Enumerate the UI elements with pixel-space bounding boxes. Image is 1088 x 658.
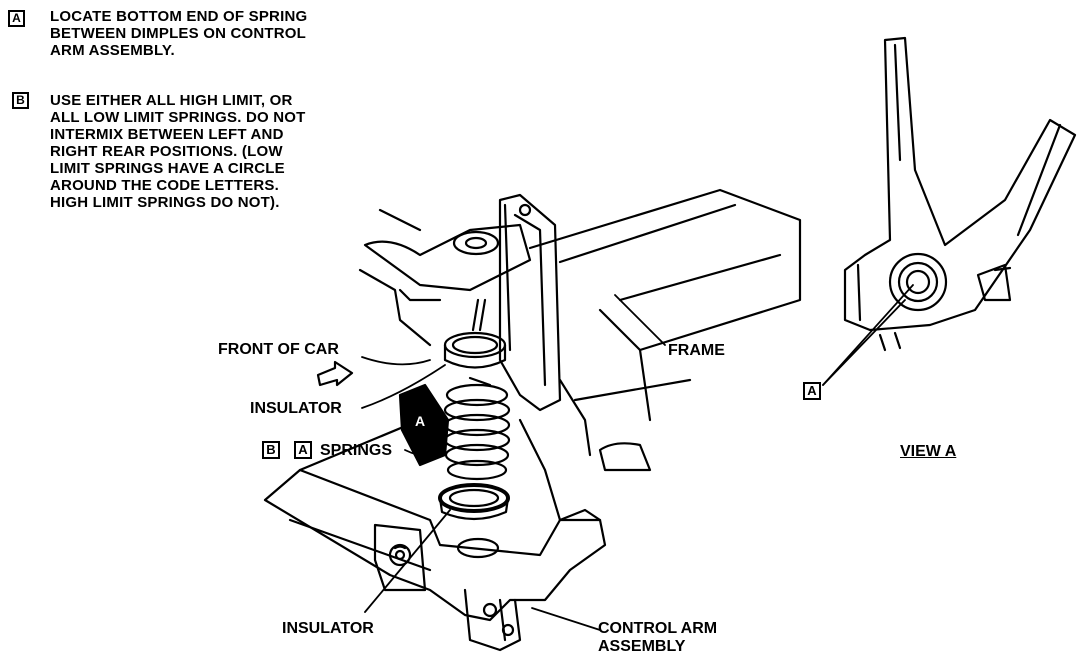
note-a-text: LOCATE BOTTOM END OF SPRING BETWEEN DIMP… [50,8,308,59]
front-of-car-arrow [316,360,354,387]
note-a-key: A [8,10,25,27]
view-a-detail [822,36,1077,386]
leader-lines [361,294,666,631]
view-a-title: VIEW A [900,443,957,460]
frame-label: FRAME [668,342,725,359]
shock-absorber [498,193,592,457]
note-b-text: USE EITHER ALL HIGH LIMIT, OR ALL LOW LI… [50,92,306,211]
view-a-key: A [803,382,821,400]
control-arm-label: CONTROL ARM ASSEMBLY [598,620,718,655]
coil-spring [443,376,511,481]
note-b-key: B [12,92,29,109]
lower-insulator-label: INSULATOR [282,620,374,637]
springs-key-b: B [262,441,280,459]
spring-code-tag-letter: A [415,413,426,429]
upper-mount [358,208,532,347]
springs-label: SPRINGS [320,442,393,459]
springs-key-a: A [294,441,312,459]
upper-insulator-label: INSULATOR [250,400,342,417]
upper-insulator [443,298,507,369]
front-of-car-label: FRONT OF CAR [218,341,339,358]
frame-rail [528,188,802,472]
lower-insulator [438,483,510,521]
